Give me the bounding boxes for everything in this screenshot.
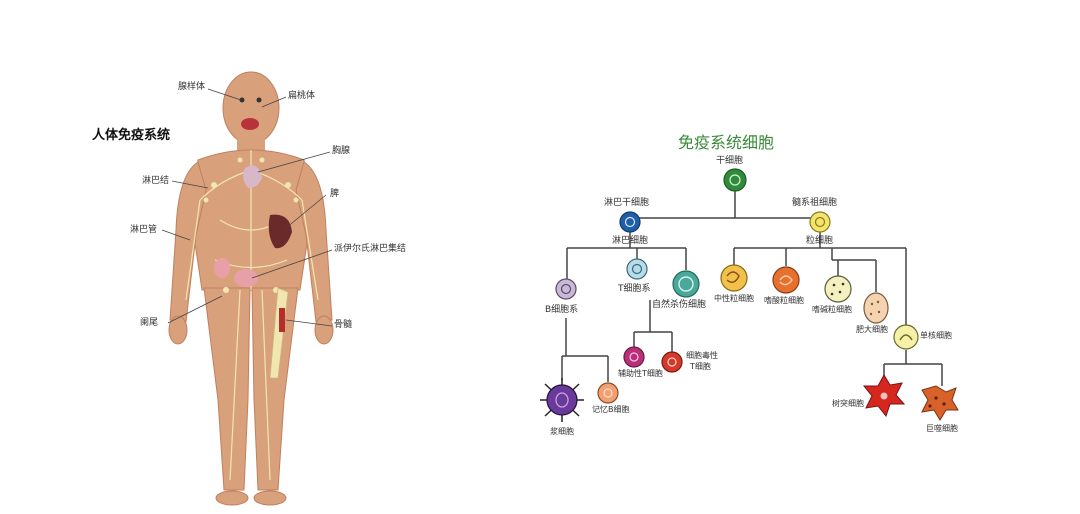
eosinophil-node (772, 266, 800, 294)
label-thymus: 胸腺 (332, 146, 351, 156)
helper-t-cell-node (623, 346, 645, 368)
myeloid-progenitor-node (809, 211, 831, 233)
neutrophil-node (720, 264, 748, 292)
label-dendritic-cell: 树突细胞 (832, 399, 864, 408)
label-cytotoxic-t-line1: 细胞毒性 (686, 351, 718, 360)
label-memory-b: 记忆B细胞 (592, 405, 630, 414)
label-bone-marrow: 骨髓 (334, 320, 353, 330)
dendritic-cell-node (862, 373, 906, 418)
label-tonsil: 扁桃体 (288, 91, 316, 101)
label-lymph-node: 淋巴结 (142, 176, 170, 186)
monocyte-node (893, 324, 919, 350)
cytotoxic-t-cell-node (661, 351, 683, 373)
plasma-cell-node (540, 378, 584, 422)
label-peyer-patches: 派伊尔氏淋巴集结 (334, 244, 407, 254)
label-macrophage: 巨噬细胞 (926, 424, 958, 433)
body-title: 人体免疫系统 (92, 128, 171, 143)
mast-cell-node (863, 292, 889, 324)
label-lymphocyte: 淋巴细胞 (612, 236, 649, 246)
t-cell-node (626, 258, 648, 280)
stem-cell-node (723, 168, 747, 192)
label-plasma-cell: 浆细胞 (550, 427, 574, 436)
label-stem-cell: 干细胞 (716, 156, 744, 166)
memory-b-cell-node (597, 382, 619, 404)
label-t-cell: T细胞系 (618, 284, 651, 294)
b-cell-node (555, 278, 577, 300)
label-b-cell: B细胞系 (545, 305, 579, 315)
cell-tree-lines (561, 191, 943, 386)
label-neutrophil: 中性粒细胞 (714, 294, 754, 303)
label-lymphoid-stem: 淋巴干细胞 (604, 198, 650, 208)
label-cytotoxic-t-line2: T细胞 (690, 362, 711, 371)
cell-nodes (540, 168, 959, 422)
label-adenoid: 腺样体 (178, 82, 206, 92)
human-body-figure (168, 71, 334, 506)
macrophage-node (921, 385, 959, 421)
body-pointer-lines (161, 88, 333, 327)
label-appendix: 阑尾 (140, 318, 159, 328)
label-lymph-vessel: 淋巴管 (130, 225, 158, 235)
label-spleen: 脾 (330, 189, 340, 199)
label-mast-cell: 肥大细胞 (856, 325, 888, 334)
label-helper-t: 辅助性T细胞 (618, 369, 663, 378)
tree-title: 免疫系统细胞 (678, 133, 775, 152)
nk-cell-node (672, 270, 700, 298)
lymphoid-stem-cell-node (619, 211, 641, 233)
basophil-node (824, 275, 852, 303)
label-eosinophil: 嗜酸粒细胞 (764, 296, 804, 305)
label-nk-cell: 自然杀伤细胞 (652, 300, 707, 310)
label-monocyte: 单核细胞 (920, 331, 952, 340)
label-granulocyte: 粒细胞 (806, 236, 834, 246)
label-basophil: 嗜碱粒细胞 (812, 305, 852, 314)
label-myeloid-stem: 髓系祖细胞 (792, 198, 838, 208)
